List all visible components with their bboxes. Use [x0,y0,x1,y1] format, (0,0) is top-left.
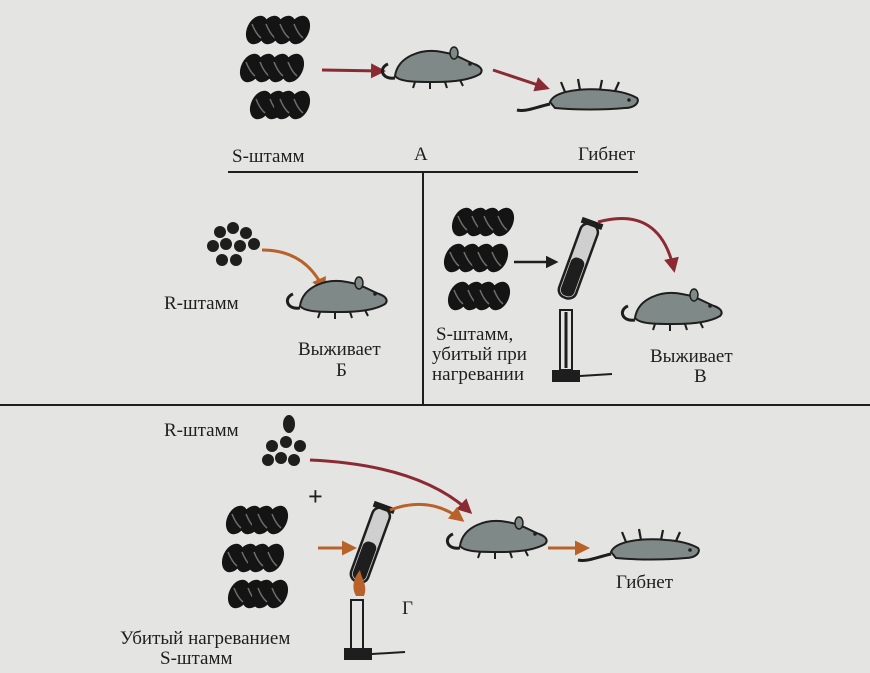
mouse-a [382,47,481,89]
label-d-s-strain-2: S-штамм [160,648,233,669]
heated-tube-c [552,217,612,382]
label-a-strain: S-штамм [232,146,305,167]
r-strain-cluster-d [262,415,306,466]
arrow-c-2 [598,218,674,270]
heated-tube-d [344,501,405,660]
label-a-letter: А [414,144,428,165]
arrow-a-2 [493,70,547,88]
s-strain-cluster-a [236,12,315,123]
r-strain-cluster-b [207,222,260,266]
label-c-strain-1: S-штамм, [436,324,513,345]
label-b-strain: R-штамм [164,293,239,314]
label-a-result: Гибнет [578,144,635,165]
mouse-b [287,277,386,319]
plus-sign: + [308,486,323,507]
arrow-b [262,250,324,290]
label-d-result: Гибнет [616,572,673,593]
label-d-s-strain-1: Убитый нагреванием [120,628,290,649]
label-d-r-strain: R-штамм [164,420,239,441]
s-strain-cluster-d [218,502,293,612]
s-strain-cluster-c [440,204,519,314]
label-b-letter: Б [336,360,347,381]
dead-mouse-d [578,529,699,561]
arrow-d-tube [390,504,462,520]
mouse-d [447,517,546,559]
arrow-d-r [310,460,470,512]
label-c-strain-2: убитый при [432,344,527,365]
label-c-strain-3: нагревании [432,364,524,385]
label-c-result: Выживает [650,346,733,367]
label-d-letter: Г [402,598,413,619]
mouse-c [622,289,721,331]
label-c-letter: В [694,366,707,387]
arrow-a-1 [322,70,383,71]
label-b-result: Выживает [298,339,381,360]
